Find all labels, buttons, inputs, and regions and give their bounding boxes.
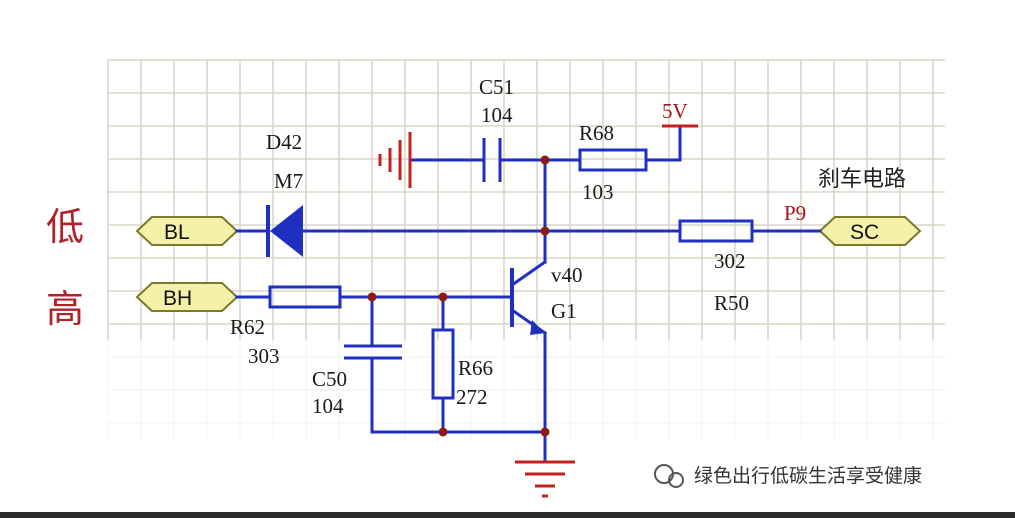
- brake-circuit-title: 刹车电路: [818, 167, 906, 192]
- port-bh: BH: [135, 282, 239, 312]
- resistor-r62: [268, 285, 342, 309]
- fade-overlay: [0, 340, 1015, 500]
- r62-value: 303: [248, 344, 280, 368]
- capacitor-c51: [482, 138, 502, 182]
- d42-value: M7: [274, 169, 303, 193]
- port-sc-label: SC: [850, 221, 879, 244]
- ground-symbol-top: [378, 132, 412, 188]
- r50-value: 302: [714, 249, 746, 273]
- capacitor-c50: [344, 344, 402, 360]
- c50-ref: C50: [312, 367, 347, 391]
- r62-ref: R62: [230, 315, 265, 339]
- net-label-p9: P9: [784, 201, 806, 225]
- c50-value: 104: [312, 394, 344, 418]
- c51-ref: C51: [479, 75, 514, 99]
- watermark-text: 绿色出行低碳生活享受健康: [694, 465, 922, 487]
- port-bl: BL: [135, 216, 239, 246]
- d42-ref: D42: [266, 130, 302, 154]
- ground-symbol-bottom: [515, 460, 575, 498]
- watermark: 绿色出行低碳生活享受健康: [654, 464, 922, 488]
- bottom-border: [0, 512, 1015, 518]
- c51-value: 104: [481, 103, 513, 127]
- supply-5v-label: 5V: [662, 99, 688, 123]
- r68-ref: R68: [579, 121, 614, 145]
- label-high: 高: [46, 287, 84, 331]
- label-low: 低: [46, 205, 84, 249]
- port-bl-label: BL: [164, 221, 190, 244]
- port-sc: SC: [818, 216, 922, 246]
- resistor-r68: [578, 148, 648, 172]
- transistor-value: G1: [551, 299, 577, 323]
- r66-ref: R66: [458, 356, 493, 380]
- resistor-r50: [678, 219, 754, 243]
- r68-value: 103: [582, 180, 614, 204]
- r66-value: 272: [456, 385, 488, 409]
- junctions: [367, 155, 550, 437]
- resistor-r66: [431, 328, 455, 400]
- r50-ref: R50: [714, 291, 749, 315]
- port-bh-label: BH: [163, 287, 192, 310]
- transistor-emitter-arrow: [530, 320, 545, 335]
- diode-d42: [266, 205, 303, 257]
- transistor-ref: v40: [551, 263, 583, 287]
